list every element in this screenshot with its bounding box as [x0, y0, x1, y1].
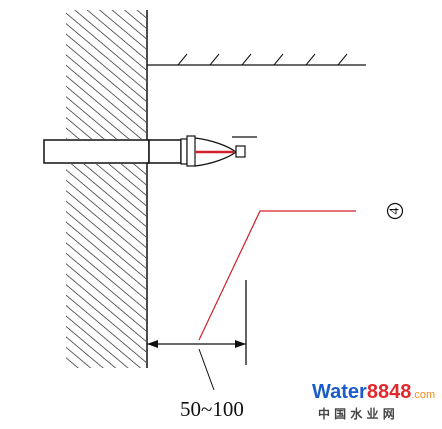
wall-lower-hatch	[66, 164, 146, 368]
pipe-body	[43, 139, 150, 164]
sprinkler-fitting	[180, 138, 188, 165]
ceiling-hatch-ticks	[177, 53, 348, 66]
callout-number: 4	[388, 208, 403, 215]
pipe-extension	[148, 139, 182, 164]
dimension-label: 50~100	[180, 397, 244, 421]
wall-upper-hatch	[66, 10, 146, 139]
ceiling	[147, 53, 366, 66]
pipe	[43, 139, 182, 164]
dimension: 50~100	[147, 280, 247, 421]
callout-leader-line	[198, 210, 356, 341]
callout-circle	[386, 202, 404, 220]
wall	[66, 10, 148, 368]
sprinkler-hex-nut	[186, 135, 196, 167]
callout-marker: 4	[386, 202, 404, 220]
dimension-arrow-left	[147, 340, 158, 348]
watermark-subtitle: 中 国 水 业 网	[318, 406, 395, 421]
sprinkler-head	[180, 135, 257, 167]
dimension-leader-line	[198, 348, 215, 391]
watermark-brand: Water8848.com	[312, 381, 435, 403]
watermark-logo: Water8848.com 中 国 水 业 网	[312, 381, 435, 421]
dimension-arrow-right	[235, 340, 246, 348]
sprinkler-deflector-cap	[235, 145, 246, 158]
